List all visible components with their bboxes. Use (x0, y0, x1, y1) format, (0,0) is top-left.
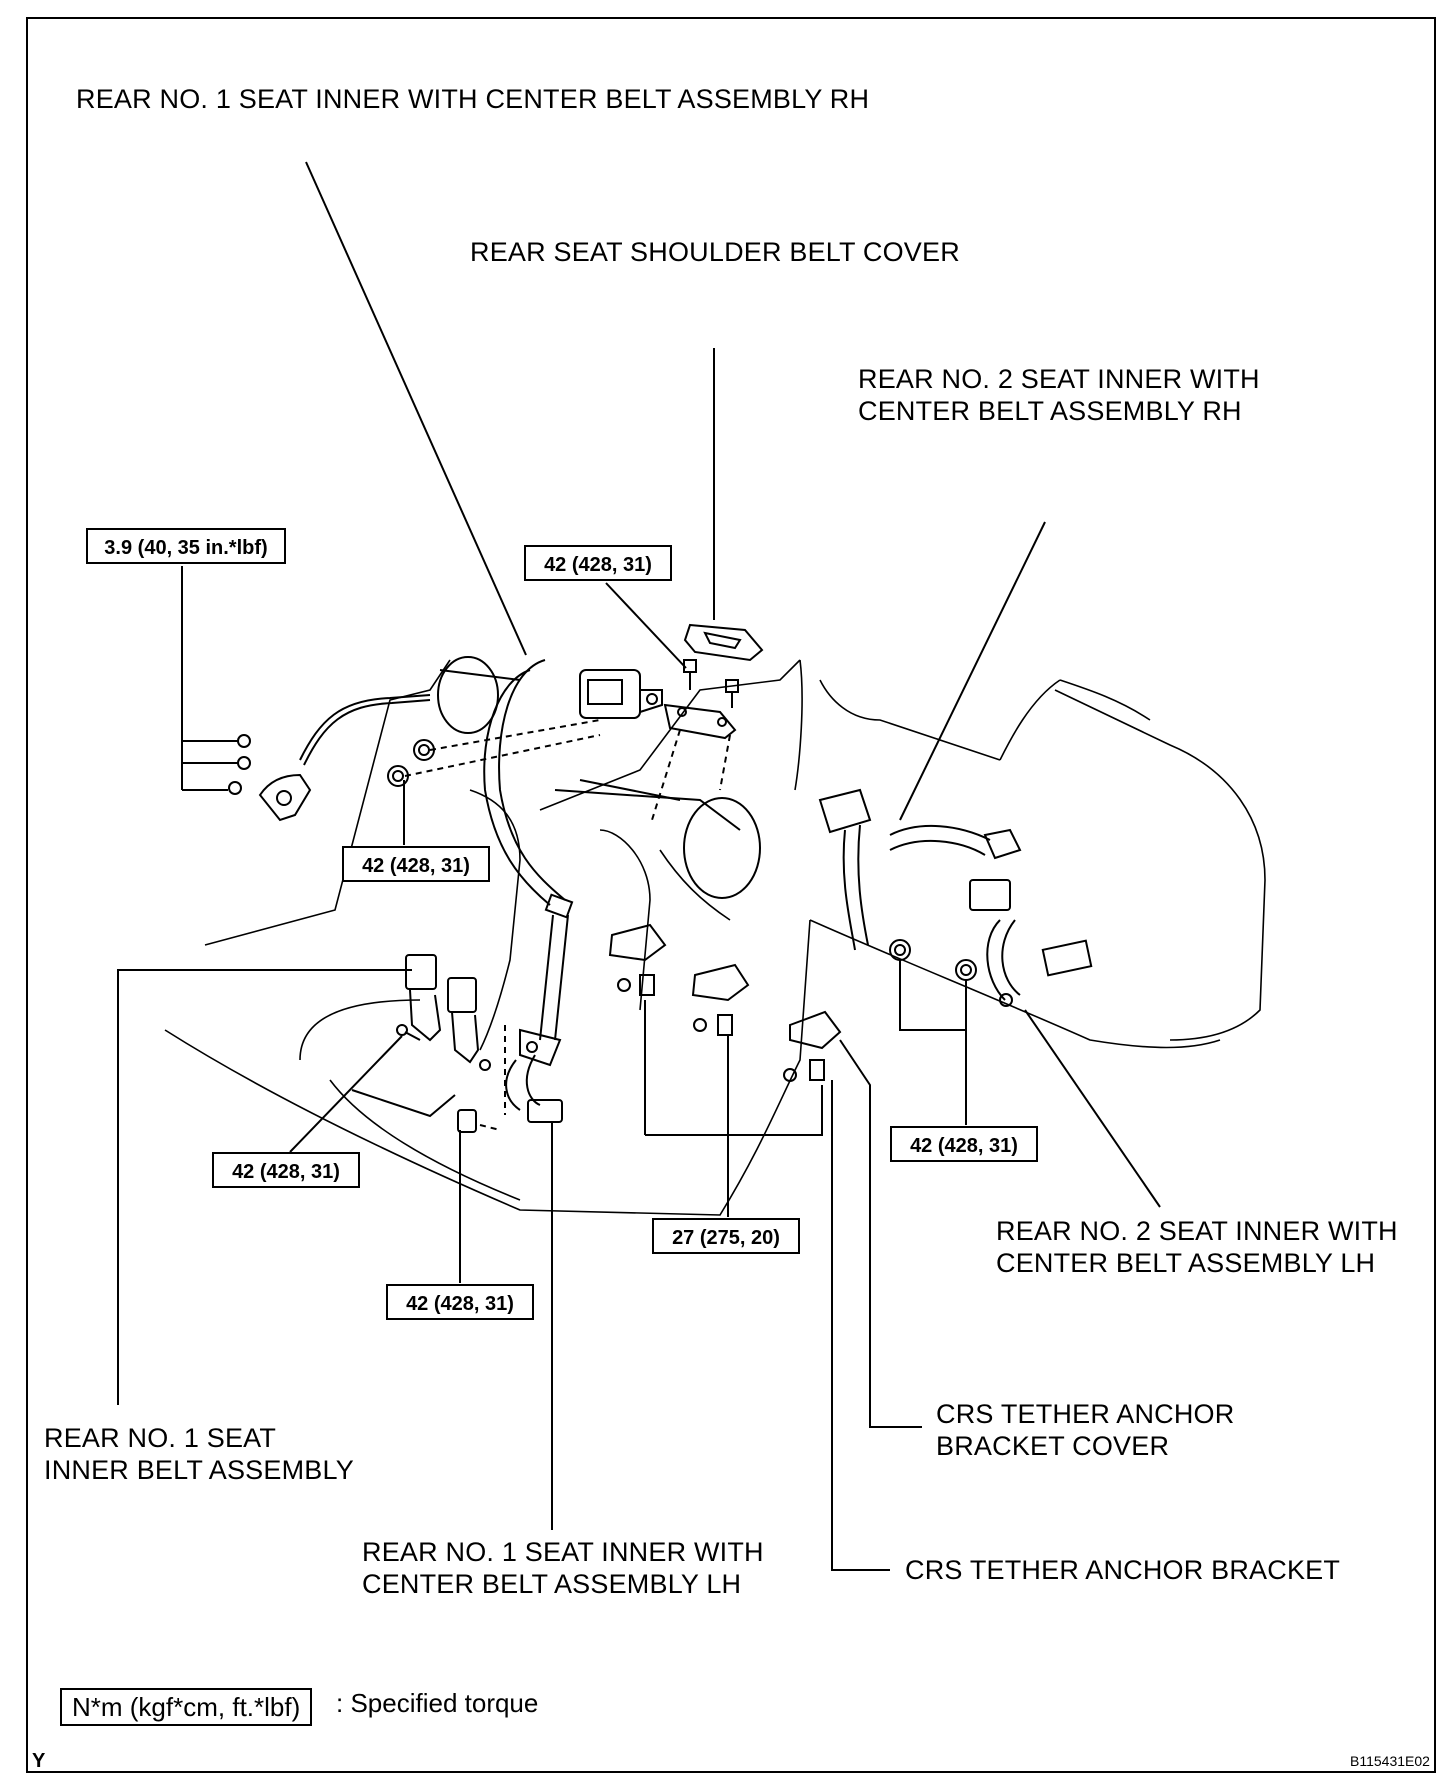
label-rear1-inner-belt-line2: INNER BELT ASSEMBLY (44, 1455, 354, 1485)
label-crs-bracket-cover: CRS TETHER ANCHOR BRACKET COVER (936, 1398, 1234, 1462)
legend-unit-box: N*m (kgf*cm, ft.*lbf) (60, 1688, 313, 1726)
wire-cable (258, 694, 431, 822)
figure-code: B115431E02 (1350, 1753, 1430, 1769)
label-rear1-center-lh-line1: REAR NO. 1 SEAT INNER WITH (362, 1537, 764, 1567)
seat-outlines (164, 659, 1266, 1216)
bolts-left (181, 670, 251, 795)
belt-rear2-center-rh (818, 788, 1093, 1007)
label-rear2-center-lh-line1: REAR NO. 2 SEAT INNER WITH (996, 1216, 1398, 1246)
headrest (437, 656, 761, 899)
torque-box-42-top: 42 (428, 31) (524, 545, 672, 581)
dashed-guides (404, 719, 731, 1131)
label-crs-bracket-cover-line1: CRS TETHER ANCHOR (936, 1399, 1235, 1429)
label-rear1-inner-belt-line1: REAR NO. 1 SEAT (44, 1423, 277, 1453)
diagram-frame (26, 17, 1436, 1773)
footer-letter: Y (32, 1750, 46, 1772)
label-rear1-inner-belt: REAR NO. 1 SEAT INNER BELT ASSEMBLY (44, 1422, 354, 1486)
label-rear2-center-lh: REAR NO. 2 SEAT INNER WITH CENTER BELT A… (996, 1215, 1398, 1279)
label-rear1-center-rh: REAR NO. 1 SEAT INNER WITH CENTER BELT A… (76, 84, 870, 114)
label-shoulder-belt-cover: REAR SEAT SHOULDER BELT COVER (470, 237, 960, 267)
belt-rear1-inner (396, 954, 563, 1133)
label-crs-bracket: CRS TETHER ANCHOR BRACKET (905, 1555, 1341, 1585)
shoulder-cover-parts (663, 623, 764, 740)
label-crs-bracket-cover-line2: BRACKET COVER (936, 1431, 1170, 1461)
torque-box-3-9: 3.9 (40, 35 in.*lbf) (86, 528, 286, 564)
label-rear2-center-rh-line2: CENTER BELT ASSEMBLY RH (858, 396, 1242, 426)
torque-box-42-bottom: 42 (428, 31) (386, 1284, 534, 1320)
crs-anchors (608, 923, 842, 1082)
torque-box-42-left: 42 (428, 31) (342, 846, 490, 882)
torque-box-42-lower-left: 42 (428, 31) (212, 1152, 360, 1188)
belt-rear1-center-rh (483, 659, 663, 1067)
label-rear2-center-rh: REAR NO. 2 SEAT INNER WITH CENTER BELT A… (858, 363, 1260, 427)
label-rear2-center-rh-line1: REAR NO. 2 SEAT INNER WITH (858, 364, 1260, 394)
torque-box-27: 27 (275, 20) (652, 1218, 800, 1254)
label-rear1-center-lh: REAR NO. 1 SEAT INNER WITH CENTER BELT A… (362, 1536, 764, 1600)
label-rear1-center-lh-line2: CENTER BELT ASSEMBLY LH (362, 1569, 742, 1599)
label-rear2-center-lh-line2: CENTER BELT ASSEMBLY LH (996, 1248, 1376, 1278)
legend-text: : Specified torque (336, 1688, 539, 1718)
leader-lines (117, 161, 1161, 1571)
torque-box-42-right: 42 (428, 31) (890, 1126, 1038, 1162)
